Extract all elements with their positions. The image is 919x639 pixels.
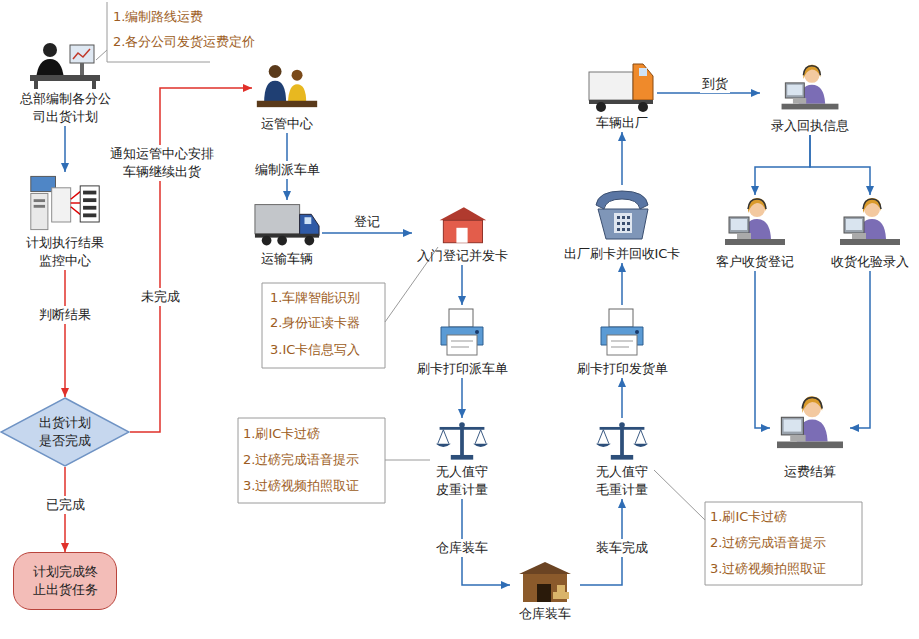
truck-icon [255,205,319,246]
node-caption: 录入回执信息 [760,117,860,135]
printer-icon [441,309,483,355]
icons [30,43,900,602]
icon-node: 车辆出厂 [587,62,657,132]
callout-text: 1.刷IC卡过磅 [710,508,787,526]
icon-node: 客户收货登记 [710,195,800,271]
flow-arrow [810,135,870,195]
flow-arrow [621,132,623,185]
flow-arrow [621,378,623,418]
callout-text: 3.过磅视频拍照取证 [243,477,359,495]
icon-node: 运输车辆 [252,200,322,268]
node-caption: 刷卡打印发货单 [567,360,677,378]
callout-text: 1.编制路线运费 [113,8,203,26]
edge-label: 登记 [352,213,382,231]
icon-node: 收货化验录入 [825,195,915,271]
node-caption: 入门登记并发卡 [412,247,512,265]
edge-label: 仓库装车 [434,539,490,557]
operator-icon [840,198,900,245]
edge-label: 装车完成 [594,539,650,557]
terminal-box: 计划完成终止出货任务 [13,552,117,610]
phone-icon [596,191,648,239]
note-text: 通知运管中心安排车辆继续出货 [109,145,215,181]
icon-node: 运管中心 [252,60,322,133]
edge-label: 判断结果 [37,306,93,324]
desk-icon [30,43,100,89]
scale-icon [596,422,648,459]
warehouse-icon [519,562,571,602]
node-caption: 运输车辆 [252,250,322,268]
callout-text: 3.IC卡信息写入 [270,341,360,359]
flow-arrow [64,270,66,397]
node-caption: 运管中心 [252,115,322,133]
node-caption: 总部编制各分公司出货计划 [15,90,115,126]
node-caption: 计划完成终止出货任务 [30,563,100,599]
node-caption: 无人值守 皮重计量 [432,463,492,499]
flow-arrow [755,135,810,195]
icon-node: 录入回执信息 [760,62,860,135]
leader-line [385,460,430,461]
icon-node: 无人值守 皮重计量 [422,418,502,499]
edge-label: 编制派车单 [253,161,322,179]
decision-diamond: 出货计划是否完成 [0,397,130,467]
node-caption: 出货计划是否完成 [35,414,95,450]
edge-label: 到货 [700,75,730,93]
icon-node: 总部编制各分公司出货计划 [15,38,115,126]
icon-node: 仓库装车 [510,560,580,623]
node-caption: 车辆出厂 [587,114,657,132]
printer-icon [601,309,643,355]
node-caption: 客户收货登记 [710,253,800,271]
scale-icon [436,422,488,459]
edge-label: 已完成 [44,496,87,514]
icon-node: 入门登记并发卡 [412,205,512,265]
flow-arrow [130,88,252,432]
flow-arrow [755,271,770,428]
flow-arrow [64,126,66,172]
node-caption: 计划执行结果监控中心 [23,234,107,270]
operator-icon [777,396,843,448]
operator-icon [782,65,839,110]
node-caption: 无人值守 毛重计量 [592,463,652,499]
flow-arrow [621,263,623,305]
flow-arrow [322,232,412,234]
icon-node: 运费结算 [770,390,850,481]
node-caption: 运费结算 [770,463,850,481]
icon-node: 刷卡打印派车单 [407,305,517,378]
server-icon [31,176,99,229]
callout-text: 1.刷IC卡过磅 [243,425,320,443]
callout-text: 3.过磅视频拍照取证 [710,560,826,578]
edge-label: 未完成 [139,288,182,306]
callout-text: 2.各分公司发货运费定价 [113,33,255,51]
icon-node: 无人值守 毛重计量 [582,418,662,499]
icon-node: 出厂刷卡并回收IC卡 [552,185,692,263]
node-caption: 仓库装车 [510,605,580,623]
node-caption: 出厂刷卡并回收IC卡 [552,245,692,263]
node-caption: 刷卡打印派车单 [407,360,517,378]
callout-bracket [262,283,385,368]
diamond-shape [0,397,130,467]
callout-text: 2.过磅完成语音提示 [243,451,359,469]
leader-line [96,50,107,60]
callout-bracket [705,502,862,585]
node-caption: 收货化验录入 [825,253,915,271]
flow-arrow [850,271,870,428]
diamond-outline [1,398,129,466]
house-icon [440,207,487,242]
callout-text: 2.身份证读卡器 [270,314,360,332]
icon-node: 刷卡打印发货单 [567,305,677,378]
flow-arrow [461,378,463,418]
callout-bracket [238,418,385,503]
people-icon [257,65,317,107]
truck-icon [589,64,653,112]
icon-node: 计划执行结果监控中心 [23,172,107,270]
callout-text: 2.过磅完成语音提示 [710,534,826,552]
callout-bracket [107,2,210,62]
callout-text: 1.车牌智能识别 [270,289,360,307]
callout-brackets [96,2,862,585]
leader-line [654,470,705,520]
flow-arrow [461,265,463,305]
operator-icon [725,198,785,245]
